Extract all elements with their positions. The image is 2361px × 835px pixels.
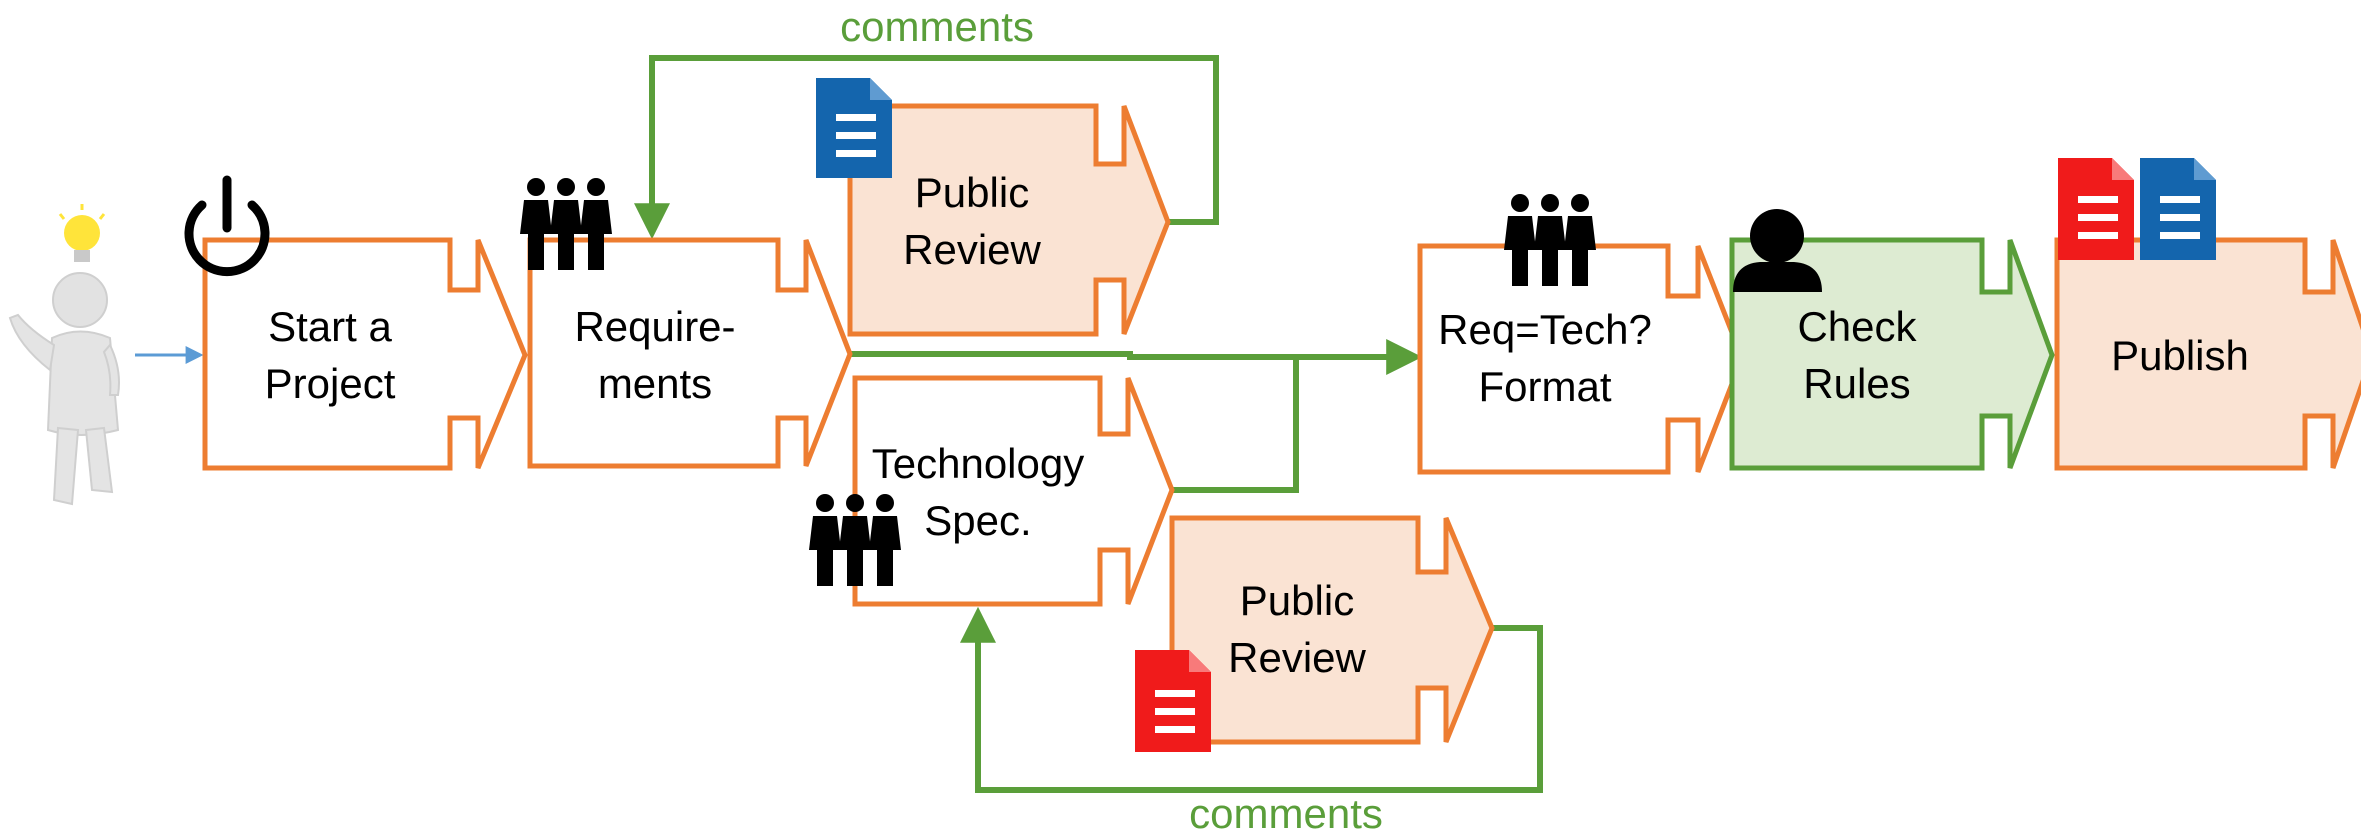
bottom-comments-loop	[960, 606, 1543, 793]
public-review-top-label-line1: Public	[915, 169, 1029, 216]
step-shape-requirements	[527, 237, 853, 469]
public-review-bottom-label-line1: Public	[1240, 577, 1354, 624]
public-review-bottom-label-line2: Review	[1228, 634, 1366, 681]
power-icon	[184, 175, 270, 277]
group-icon	[520, 178, 612, 270]
start-project-label-line2: Project	[265, 360, 396, 407]
step-shape-publish	[2054, 237, 2361, 471]
requirements-label-line2: ments	[598, 360, 712, 407]
top-comments-label: comments	[840, 3, 1034, 50]
publish-label: Publish	[2111, 332, 2249, 379]
document-red-icon	[1135, 650, 1211, 752]
check-rules-label-line2: Rules	[1803, 360, 1910, 407]
documents-red-blue-icon	[2058, 158, 2216, 260]
step-shape-technology-spec	[852, 375, 1175, 607]
req-tech-format-label-line1: Req=Tech?	[1438, 306, 1652, 353]
public-review-top-label-line2: Review	[903, 226, 1041, 273]
step-shape-public-review-top	[847, 103, 1171, 337]
start-project-label-line1: Start a	[268, 303, 392, 350]
bottom-comments-label: comments	[1189, 790, 1383, 835]
person-icon	[1733, 209, 1822, 292]
document-blue-icon	[816, 78, 892, 178]
top-comments-loop	[634, 55, 1219, 240]
step-shape-check-rules	[1729, 237, 2055, 471]
person-with-lightbulb-icon	[8, 204, 120, 506]
requirements-label-line1: Require-	[574, 303, 735, 350]
group-icon	[1504, 194, 1596, 286]
group-icon	[809, 494, 901, 586]
check-rules-label-line1: Check	[1797, 303, 1917, 350]
req-tech-format-label-line2: Format	[1478, 363, 1611, 410]
tech-spec-merge	[1172, 357, 1299, 493]
step-shape-start-project	[202, 237, 528, 471]
step-shape-public-review-bottom	[1169, 515, 1495, 745]
technology-spec-label-line2: Spec.	[924, 497, 1031, 544]
step-shape-req-tech-format	[1417, 243, 1745, 475]
technology-spec-label-line1: Technology	[872, 440, 1084, 487]
flow-to-format	[850, 339, 1423, 375]
